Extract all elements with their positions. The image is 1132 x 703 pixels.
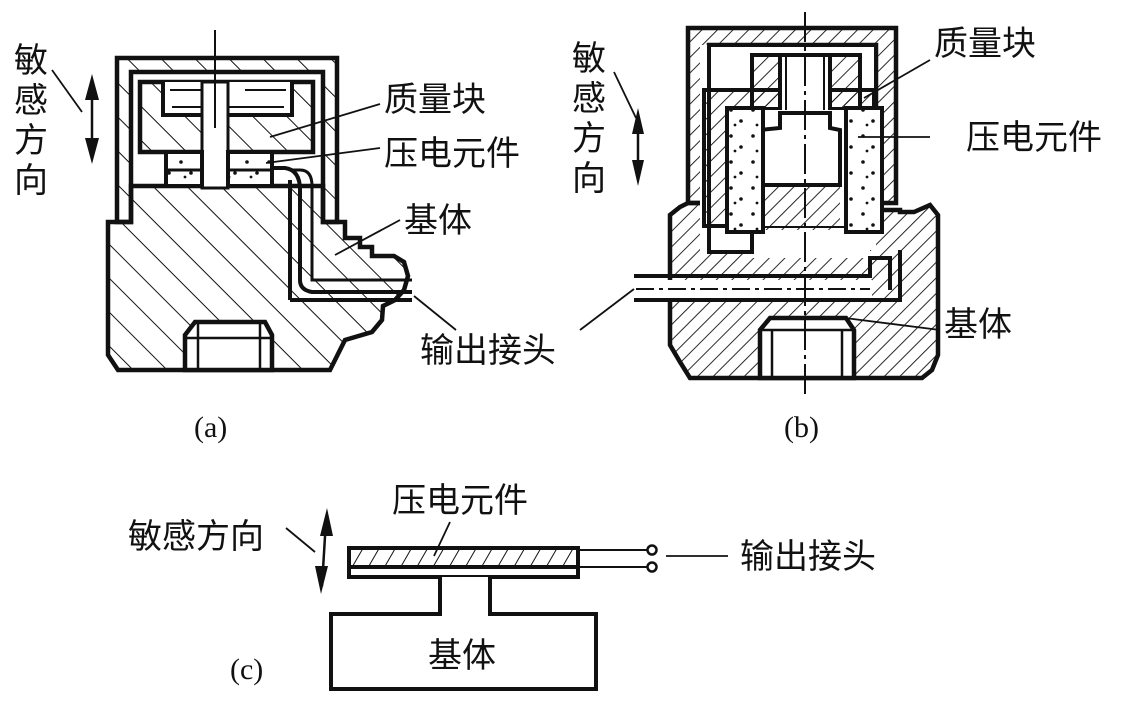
direction-leader-a [51, 69, 83, 113]
piezo-leader-a [265, 147, 381, 164]
svg-text:敏: 敏 [14, 41, 48, 81]
piezo-label-b: 压电元件 [966, 118, 1102, 158]
base-leader-b [844, 317, 941, 331]
output-leader-b [579, 288, 635, 331]
base-label-b: 基体 [944, 305, 1012, 345]
output-label-a: 输出接头 [420, 331, 556, 371]
svg-text:感: 感 [572, 79, 606, 119]
base-leader-a [334, 219, 401, 256]
double-arrow-icon-c [315, 508, 333, 594]
mass-leader-b [863, 59, 931, 99]
sensing-direction-label-a: 敏 感 方 向 [14, 41, 48, 201]
direction-leader-c [285, 527, 316, 553]
terminal-icon-2 [646, 561, 658, 573]
mount-hole-a [182, 319, 275, 373]
double-arrow-icon-b [632, 108, 644, 186]
direction-label-c: 敏感方向 [128, 517, 264, 557]
base-body-a [105, 183, 411, 373]
piezo-label-a: 压电元件 [384, 134, 520, 174]
svg-text:方: 方 [14, 121, 48, 161]
caption-c: (c) [230, 653, 263, 686]
base-block-c [329, 577, 598, 691]
panel-b: 敏 感 方 向 质量块 压电元件 基体 (b) [572, 12, 1102, 444]
double-arrow-icon-a [85, 74, 99, 164]
piezo-plate-c [347, 546, 580, 569]
output-label-c: 输出接头 [740, 537, 876, 577]
output-leader-a [413, 295, 457, 331]
mass-leader-a [269, 103, 381, 138]
mass-label-b: 质量块 [934, 24, 1036, 64]
base-label-a: 基体 [404, 201, 472, 241]
caption-b: (b) [784, 411, 819, 444]
svg-text:感: 感 [14, 81, 48, 121]
direction-leader-b [613, 71, 637, 119]
panel-a: 敏 感 方 向 质量块 压电元件 基体 输出接头 (a) [14, 30, 556, 444]
piezo-leader-c [433, 521, 451, 557]
svg-text:向: 向 [14, 161, 48, 201]
mass-label-a: 质量块 [384, 80, 486, 120]
terminal-icon-1 [646, 544, 658, 556]
caption-a: (a) [194, 411, 227, 444]
piezo-right-b [844, 106, 884, 234]
panel-c: 基体 输出接头 压电元件 敏感方向 (c) [128, 481, 876, 691]
svg-text:敏: 敏 [572, 39, 606, 79]
piezo-left-b [725, 106, 765, 234]
base-label-c: 基体 [428, 636, 496, 676]
output-connector-b [634, 250, 902, 302]
mount-hole-b [757, 315, 857, 381]
piezo-label-c: 压电元件 [392, 481, 528, 521]
svg-text:方: 方 [572, 119, 606, 159]
sensing-direction-label-b: 敏 感 方 向 [572, 39, 606, 199]
svg-text:向: 向 [572, 159, 606, 199]
beam-c [347, 565, 580, 579]
